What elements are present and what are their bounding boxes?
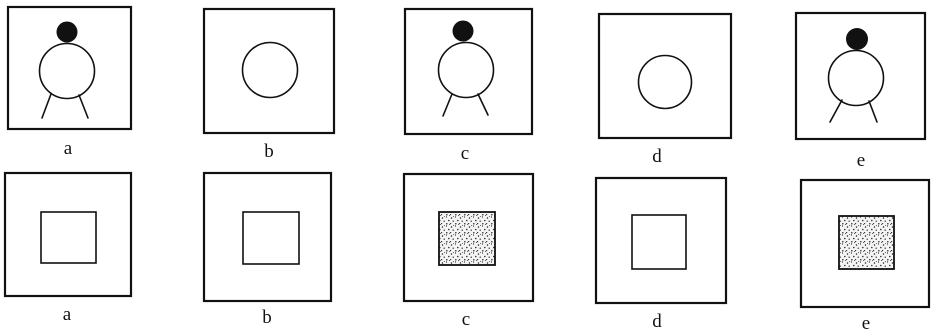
row-2: a b c d e xyxy=(5,173,929,334)
panel-label: d xyxy=(652,146,662,167)
panel-row1-b: b xyxy=(204,9,334,162)
panel-label: a xyxy=(64,138,73,159)
square-outline xyxy=(243,212,299,264)
panel-label: c xyxy=(462,309,470,330)
plain-circle xyxy=(639,56,692,109)
square-outline xyxy=(41,212,96,263)
figure-head xyxy=(453,21,474,42)
square-dotted xyxy=(439,212,495,265)
panel-row1-e: e xyxy=(796,13,925,171)
figure-body xyxy=(439,43,494,98)
panel-label: c xyxy=(461,143,469,164)
panel-label: a xyxy=(63,304,72,325)
panel-row1-d: d xyxy=(599,14,731,167)
panel-row1-a: a xyxy=(8,7,131,159)
panel-row2-a: a xyxy=(5,173,131,325)
plain-circle xyxy=(243,43,298,98)
panel-row2-b: b xyxy=(204,173,331,328)
panel-row2-e: e xyxy=(801,180,929,334)
panel-label: b xyxy=(262,307,272,328)
panel-label: d xyxy=(652,311,662,332)
panel-row1-c: c xyxy=(405,9,532,164)
panel-label: b xyxy=(264,141,274,162)
panel-row2-d: d xyxy=(596,178,726,332)
panel-label: e xyxy=(862,313,870,334)
square-dotted xyxy=(839,216,894,269)
figure-head xyxy=(846,28,868,50)
figure-body xyxy=(829,51,884,106)
figure-head xyxy=(57,22,78,43)
panel-label: e xyxy=(857,150,865,171)
square-outline xyxy=(632,215,686,269)
panel-row2-c: c xyxy=(404,174,533,330)
figure-body xyxy=(40,44,95,99)
row-1: a b c d xyxy=(8,7,925,171)
